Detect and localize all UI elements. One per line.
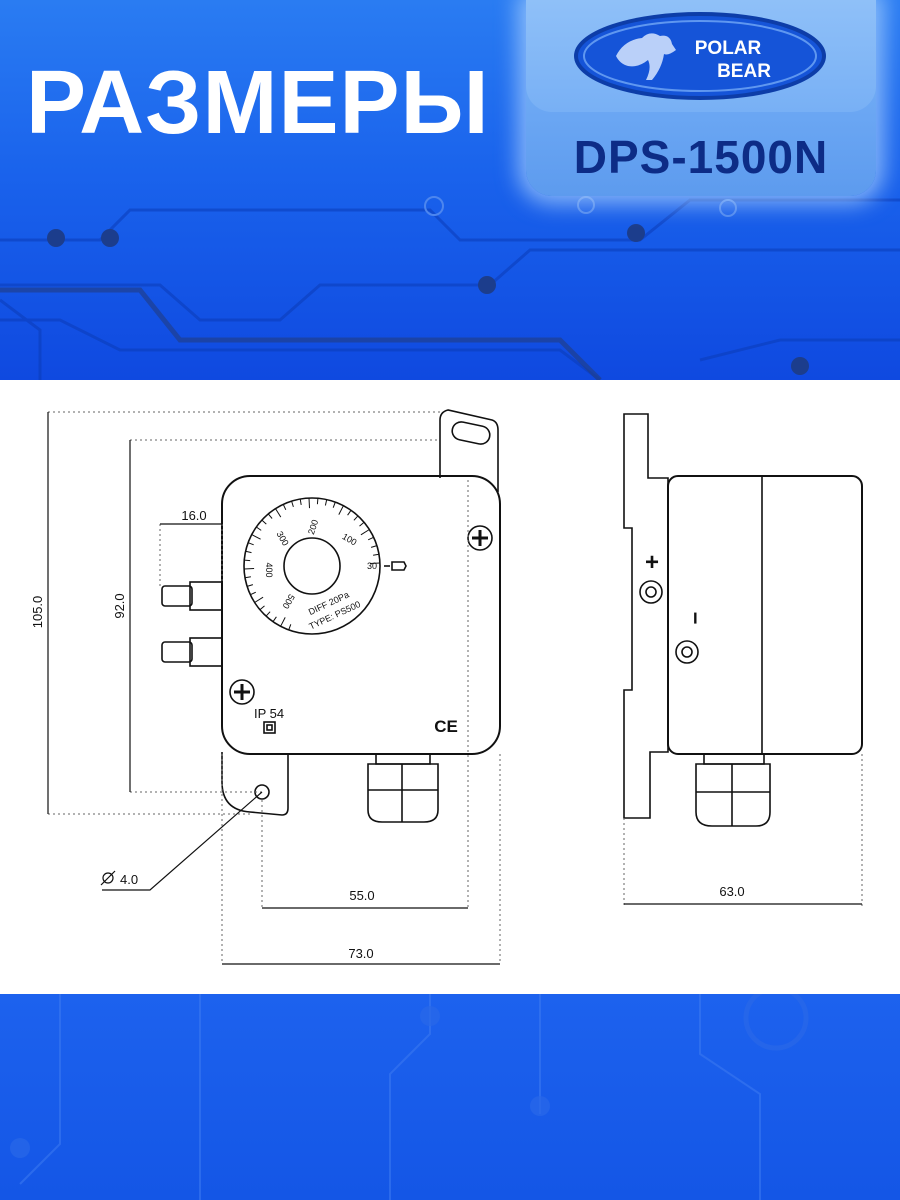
dial-tick	[254, 596, 264, 603]
dial-tick	[244, 576, 251, 579]
dial-tick	[359, 521, 365, 527]
brand-line1: POLAR	[695, 38, 762, 59]
dial-tick	[244, 568, 255, 570]
dial-tick	[332, 501, 336, 508]
plus-label: +	[645, 549, 659, 576]
brand-logo-area: POLAR BEAR	[526, 0, 876, 112]
dial-tick	[324, 499, 328, 506]
dial-tick	[338, 505, 344, 515]
dial-tick	[245, 550, 252, 554]
dial-tick	[316, 498, 319, 505]
dial-pointer	[391, 561, 407, 571]
dimension-drawing-panel: 105.0 92.0 16.0 4.0 55.0 73.0 63.0 200 1…	[0, 380, 900, 994]
dial-tick	[256, 526, 262, 531]
screw-top-right	[467, 525, 493, 551]
dial-tick	[259, 605, 265, 611]
dial-tick	[265, 611, 271, 617]
model-name: DPS-1500N	[573, 131, 829, 183]
minus-label: −	[683, 612, 708, 625]
dial-tick	[373, 553, 380, 556]
pressure-port-bottom	[161, 637, 223, 667]
dial-tick	[291, 500, 294, 508]
dial-tick	[353, 515, 359, 521]
dial-tick	[367, 536, 374, 541]
dimension-lines	[47, 412, 862, 965]
bracket-slot	[451, 421, 491, 445]
side-mounting-plate	[623, 413, 669, 819]
port-plus-icon	[639, 580, 663, 604]
cable-gland-side	[695, 754, 771, 827]
dial-tick	[267, 513, 273, 519]
ce-mark: CE	[434, 717, 458, 736]
dim-hole-diameter: 4.0	[120, 872, 138, 887]
dim-hole: 4.0	[100, 870, 138, 887]
dial-tick	[275, 508, 282, 518]
dial-tick	[251, 534, 261, 540]
pressure-port-top	[161, 581, 223, 611]
dial-tick	[280, 617, 286, 627]
dial-tick	[369, 562, 380, 564]
header-banner: РАЗМЕРЫ POLAR BEAR DPS-1500N	[0, 0, 900, 380]
brand-badge: POLAR BEAR DPS-1500N	[526, 0, 876, 196]
port-minus-icon	[675, 640, 699, 664]
dimension-drawing: 105.0 92.0 16.0 4.0 55.0 73.0 63.0 200 1…	[30, 409, 863, 965]
polar-bear-logo: POLAR BEAR	[574, 12, 826, 100]
dial-tick	[250, 591, 257, 596]
screw-bottom-left	[229, 679, 255, 705]
brand-line2: BEAR	[717, 61, 771, 82]
top-bracket	[439, 409, 499, 492]
dial-tick	[308, 498, 310, 509]
dim-depth: 63.0	[719, 884, 744, 899]
dial-label-300: 300	[275, 529, 291, 547]
dim-width-total: 73.0	[348, 946, 373, 961]
footer-banner	[0, 994, 900, 1200]
circuit-decoration	[0, 196, 900, 380]
dial-label-500: 500	[281, 592, 297, 610]
dim-mount-spacing: 55.0	[349, 888, 374, 903]
dial-tick	[299, 498, 302, 505]
setpoint-dial	[243, 497, 381, 635]
bottom-bracket	[221, 752, 289, 816]
dial-tick	[272, 616, 277, 622]
dial-tick	[288, 624, 292, 631]
dial-label-400: 400	[264, 562, 274, 577]
housing-body	[221, 475, 501, 755]
dial-tick	[244, 559, 251, 562]
dial-label-100: 100	[340, 531, 358, 547]
dial-label-30: 30	[367, 561, 377, 571]
dim-height-body: 92.0	[112, 593, 127, 618]
dial-tick	[347, 510, 352, 516]
dim-height-total: 105.0	[30, 596, 45, 629]
dial-label-200: 200	[306, 518, 320, 535]
dial-tick	[370, 545, 378, 548]
dial-tick	[247, 542, 254, 546]
dim-port-offset: 16.0	[181, 508, 206, 523]
footer-circuit-decoration	[10, 994, 809, 1200]
protection-label: IP 54	[254, 706, 284, 721]
dial-tick	[261, 519, 267, 525]
cable-gland-front	[367, 754, 439, 823]
extension-lines	[48, 411, 863, 964]
dial-ticks	[244, 498, 380, 631]
page-title: РАЗМЕРЫ	[26, 53, 490, 153]
side-body	[667, 475, 863, 755]
dial-tick	[246, 584, 254, 587]
ip-symbol	[263, 721, 276, 734]
dial-tick	[360, 529, 370, 536]
dial-tick	[282, 504, 287, 511]
